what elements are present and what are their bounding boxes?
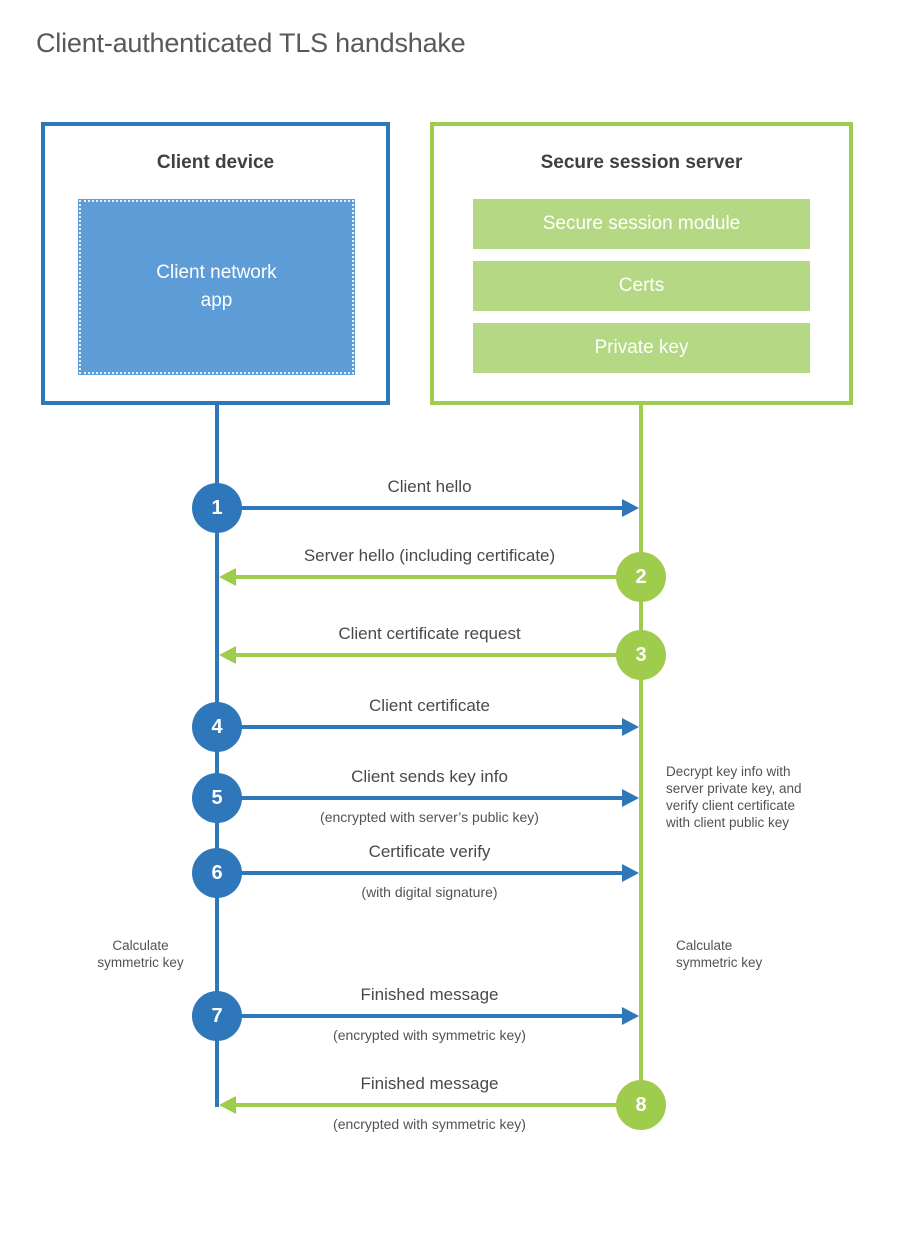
- calc-left-line1: Calculate: [112, 938, 169, 953]
- arrow-line: [236, 575, 617, 579]
- arrow-line: [241, 725, 622, 729]
- arrowhead-right-icon: [622, 718, 639, 736]
- client-network-app-box: Client network app: [78, 199, 355, 375]
- calc-right-line2: symmetric key: [676, 955, 763, 970]
- arrowhead-left-icon: [219, 1096, 236, 1114]
- arrow-line: [236, 1103, 617, 1107]
- step-sublabel: (encrypted with symmetric key): [333, 1027, 526, 1043]
- client-app-label-line2: app: [200, 290, 233, 311]
- step-number-badge: 2: [616, 552, 666, 602]
- secure-session-server-box: Secure session server Secure session mod…: [430, 122, 853, 405]
- step-label: Finished message: [360, 1074, 499, 1093]
- arrowhead-right-icon: [622, 499, 639, 517]
- page-title: Client-authenticated TLS handshake: [36, 28, 466, 58]
- client-device-box: Client device Client network app: [41, 122, 390, 405]
- step-label: Server hello (including certificate): [303, 546, 556, 565]
- step-number-badge: 6: [192, 848, 242, 898]
- step-number-badge: 4: [192, 702, 242, 752]
- step-label: Certificate verify: [368, 842, 491, 861]
- arrow-line: [236, 653, 617, 657]
- arrow-line: [241, 506, 622, 510]
- decrypt-note-line3: verify client certificate: [666, 798, 796, 813]
- step-label: Client certificate: [369, 696, 490, 715]
- decrypt-key-info-note: Decrypt key info with server private key…: [666, 763, 846, 831]
- calculate-symmetric-key-note-client: Calculate symmetric key: [83, 937, 198, 971]
- server-lifeline: [639, 401, 643, 1105]
- step-number-badge: 1: [192, 483, 242, 533]
- server-module-secure-session: Secure session module: [473, 199, 810, 249]
- step-label: Client sends key info: [351, 767, 508, 786]
- calc-right-line1: Calculate: [676, 938, 733, 953]
- client-lifeline: [215, 401, 219, 1107]
- step-number-badge: 8: [616, 1080, 666, 1130]
- step-sublabel: (encrypted with server’s public key): [320, 809, 539, 825]
- arrow-line: [241, 871, 622, 875]
- decrypt-note-line4: with client public key: [666, 815, 790, 830]
- client-app-label-line1: Client network: [156, 261, 277, 283]
- arrowhead-left-icon: [219, 568, 236, 586]
- server-module-private-key: Private key: [473, 323, 810, 373]
- arrow-line: [241, 1014, 622, 1018]
- client-device-title: Client device: [156, 152, 275, 173]
- step-number-badge: 3: [616, 630, 666, 680]
- step-label: Client certificate request: [338, 624, 521, 643]
- step-number-badge: 5: [192, 773, 242, 823]
- step-label: Client hello: [387, 477, 472, 496]
- step-number-badge: 7: [192, 991, 242, 1041]
- arrowhead-right-icon: [622, 789, 639, 807]
- calc-left-line2: symmetric key: [97, 955, 184, 970]
- calculate-symmetric-key-note-server: Calculate symmetric key: [676, 937, 816, 971]
- step-sublabel: (encrypted with symmetric key): [333, 1116, 526, 1132]
- decrypt-note-line1: Decrypt key info with: [666, 764, 791, 779]
- step-sublabel: (with digital signature): [361, 884, 498, 900]
- server-module-certs: Certs: [473, 261, 810, 311]
- arrowhead-right-icon: [622, 1007, 639, 1025]
- server-title: Secure session server: [540, 152, 743, 173]
- step-label: Finished message: [360, 985, 499, 1004]
- arrowhead-left-icon: [219, 646, 236, 664]
- decrypt-note-line2: server private key, and: [666, 781, 802, 796]
- server-modules: Secure session module Certs Private key: [473, 199, 810, 385]
- arrowhead-right-icon: [622, 864, 639, 882]
- arrow-line: [241, 796, 622, 800]
